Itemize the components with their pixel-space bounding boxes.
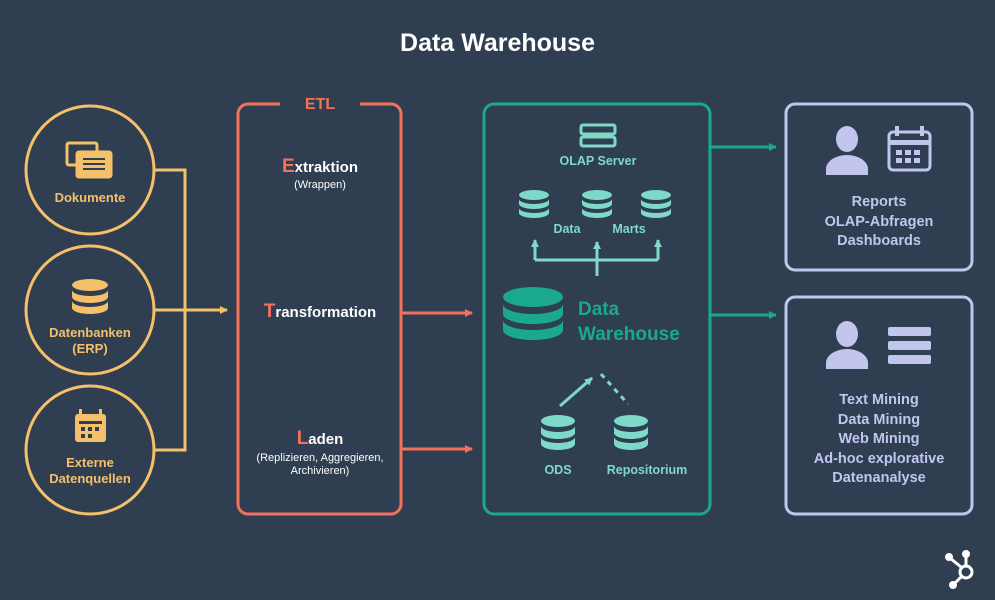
- repositorium-cylinder: [614, 415, 648, 450]
- olap-server-label: OLAP Server: [559, 154, 637, 168]
- etl-extraktion-initial: E: [281, 156, 295, 177]
- source-label-externe: Externe Datenquellen: [30, 455, 150, 486]
- etl-extraktion-rest: xtraktion: [294, 159, 359, 176]
- marts-label: Marts: [612, 222, 646, 236]
- datamart-connector: [531, 239, 662, 276]
- source-label-datenbanken-line2: (ERP): [72, 340, 108, 356]
- datamart-cylinder-3: [641, 190, 671, 218]
- page-title: Data Warehouse: [400, 29, 595, 57]
- source-label-datenbanken-line1: Datenbanken: [49, 325, 131, 340]
- server-icon: [579, 123, 617, 148]
- mining-item: Data Mining: [837, 411, 921, 428]
- reports-item: OLAP-Abfragen: [824, 213, 934, 230]
- source-connector: [154, 168, 228, 452]
- user-icon: [826, 126, 868, 175]
- reports-box: [784, 102, 974, 272]
- etl-extraktion: Extraktion: [240, 156, 400, 179]
- datamart-cylinder-2: [582, 190, 612, 218]
- mining-item: Datenanalyse: [832, 470, 926, 487]
- data-label: Data: [553, 222, 581, 236]
- ods-cylinder: [541, 415, 575, 450]
- mining-item: Web Mining: [838, 431, 920, 448]
- source-label-dokumente: Dokumente: [54, 190, 126, 205]
- mining-list: Text Mining Data Mining Web Mining Ad-ho…: [786, 391, 972, 489]
- etl-laden-rest: aden: [308, 431, 344, 448]
- repositorium-label: Repositorium: [606, 463, 688, 477]
- reports-list: Reports OLAP-Abfragen Dashboards: [786, 193, 972, 252]
- data-warehouse-label: Data Warehouse: [578, 298, 703, 347]
- mining-item: Ad-hoc explorative: [813, 450, 945, 467]
- etl-laden: Laden: [240, 428, 400, 451]
- list-icon: [888, 327, 931, 364]
- etl-laden-sub-line1: (Replizieren, Aggregieren,: [256, 452, 384, 464]
- etl-header: ETL: [280, 95, 360, 115]
- warehouse-box: [482, 102, 712, 516]
- etl-transformation: Transformation: [240, 301, 400, 324]
- etl-transformation-initial: T: [263, 301, 276, 322]
- documents-icon: [65, 141, 113, 179]
- user-icon: [826, 321, 868, 369]
- data-warehouse-icon: [503, 287, 563, 340]
- hubspot-logo-icon: [945, 550, 974, 589]
- database-icon: [72, 279, 108, 314]
- reports-item: Dashboards: [837, 233, 921, 250]
- ods-arrow: [559, 376, 593, 408]
- etl-laden-initial: L: [296, 428, 309, 449]
- ods-label: ODS: [544, 463, 572, 477]
- etl-laden-sub-line2: Archivieren): [290, 465, 350, 478]
- data-warehouse-label-line1: Data: [578, 299, 620, 320]
- source-label-externe-line1: Externe: [66, 455, 114, 470]
- etl-extraktion-sub: (Wrappen): [294, 179, 346, 191]
- calendar-icon: [887, 126, 932, 172]
- mining-item: Text Mining: [839, 392, 919, 408]
- etl-laden-sub: (Replizieren, Aggregieren, Archivieren): [240, 452, 400, 478]
- calendar-icon: [75, 409, 106, 442]
- source-circle-externe: [24, 384, 156, 516]
- mining-box: [784, 295, 974, 516]
- datamart-cylinder-1: [519, 190, 549, 218]
- reports-item: Reports: [851, 194, 907, 210]
- source-label-datenbanken: Datenbanken (ERP): [30, 325, 150, 356]
- source-label-externe-line2: Datenquellen: [49, 470, 131, 486]
- data-warehouse-label-line2: Warehouse: [578, 323, 680, 345]
- repositorium-link: [599, 372, 630, 406]
- etl-transformation-rest: ransformation: [275, 304, 377, 321]
